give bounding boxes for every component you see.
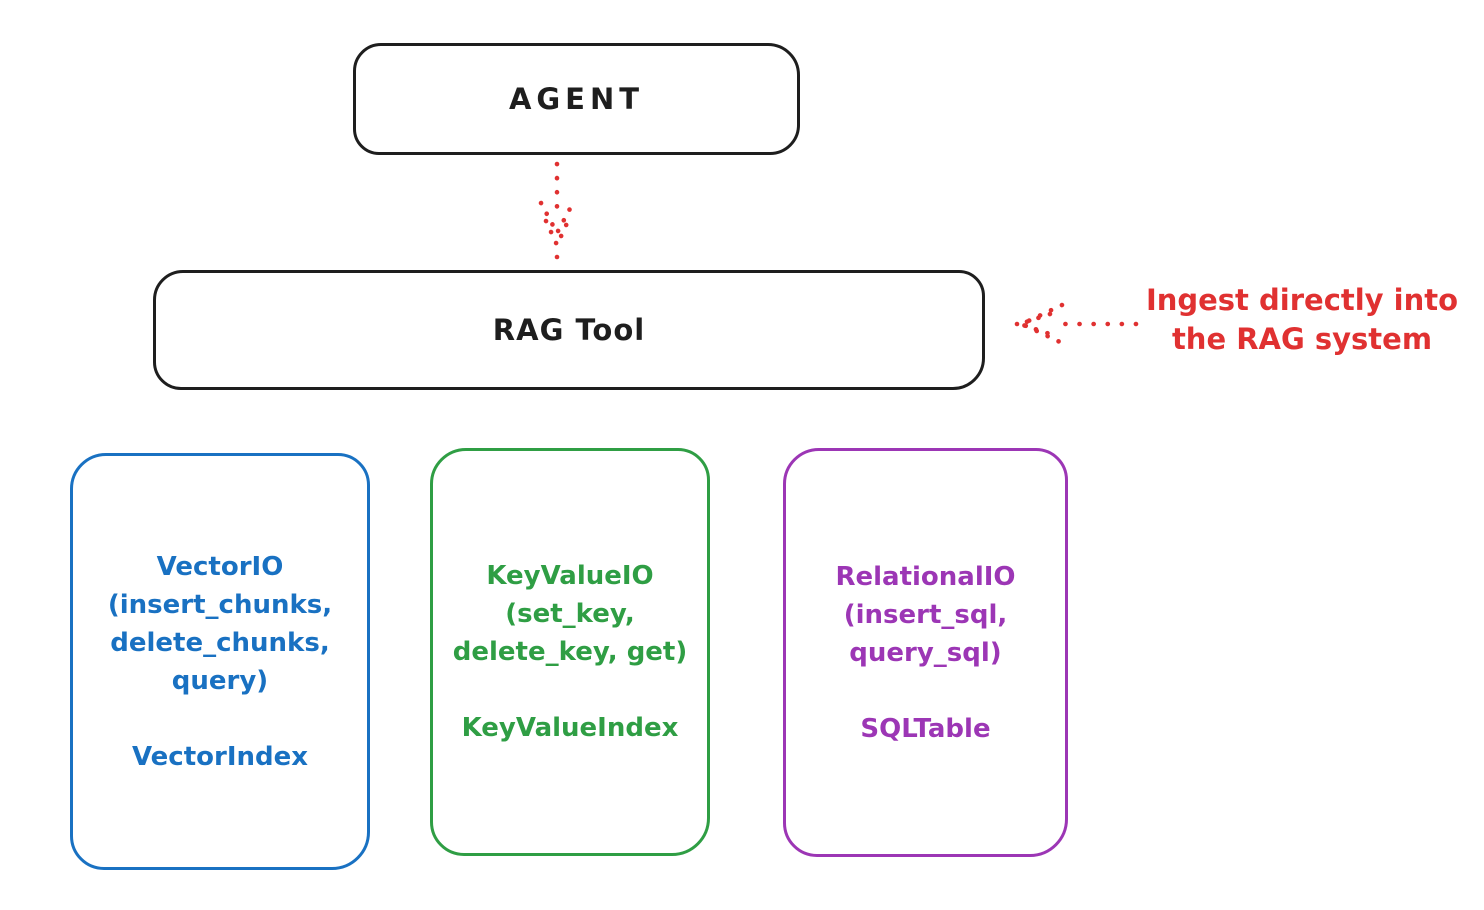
vector-io-method-line-2: delete_chunks, <box>110 627 330 658</box>
agent-node: AGENT <box>353 43 800 155</box>
agent-to-ragtool-arrow-icon <box>538 161 576 260</box>
vector-io-method-line-3: query) <box>171 665 269 696</box>
relational-io-method-line-2: query_sql) <box>849 637 1002 668</box>
rag-tool-node: RAG Tool <box>153 270 985 390</box>
key-value-io-method-line-1: (set_key, <box>505 599 635 629</box>
key-value-io-title: KeyValueIO <box>486 561 654 591</box>
key-value-io-node: KeyValueIO (set_key, delete_key, get) Ke… <box>430 448 710 856</box>
rag-tool-label: RAG Tool <box>492 313 646 347</box>
key-value-io-method-line-2: delete_key, get) <box>452 637 688 667</box>
vector-index-label: VectorIndex <box>131 741 309 772</box>
ingest-annotation-line-2: the RAG system <box>1171 322 1433 356</box>
relational-io-node: RelationalIO (insert_sql, query_sql) SQL… <box>783 448 1068 857</box>
sql-table-label: SQLTable <box>860 713 991 744</box>
vector-io-method-line-1: (insert_chunks, <box>107 589 333 620</box>
vector-io-title: VectorIO <box>156 551 284 582</box>
key-value-index-label: KeyValueIndex <box>461 713 679 743</box>
relational-io-title: RelationalIO <box>835 561 1016 592</box>
ingest-annotation-line-1: Ingest directly into <box>1145 283 1459 317</box>
agent-label: AGENT <box>508 82 645 116</box>
relational-io-method-line-1: (insert_sql, <box>843 599 1008 630</box>
vector-io-node: VectorIO (insert_chunks, delete_chunks, … <box>70 453 370 870</box>
ingest-annotation: Ingest directly into the RAG system <box>1120 281 1484 359</box>
ingest-arrow-icon <box>1014 302 1139 346</box>
